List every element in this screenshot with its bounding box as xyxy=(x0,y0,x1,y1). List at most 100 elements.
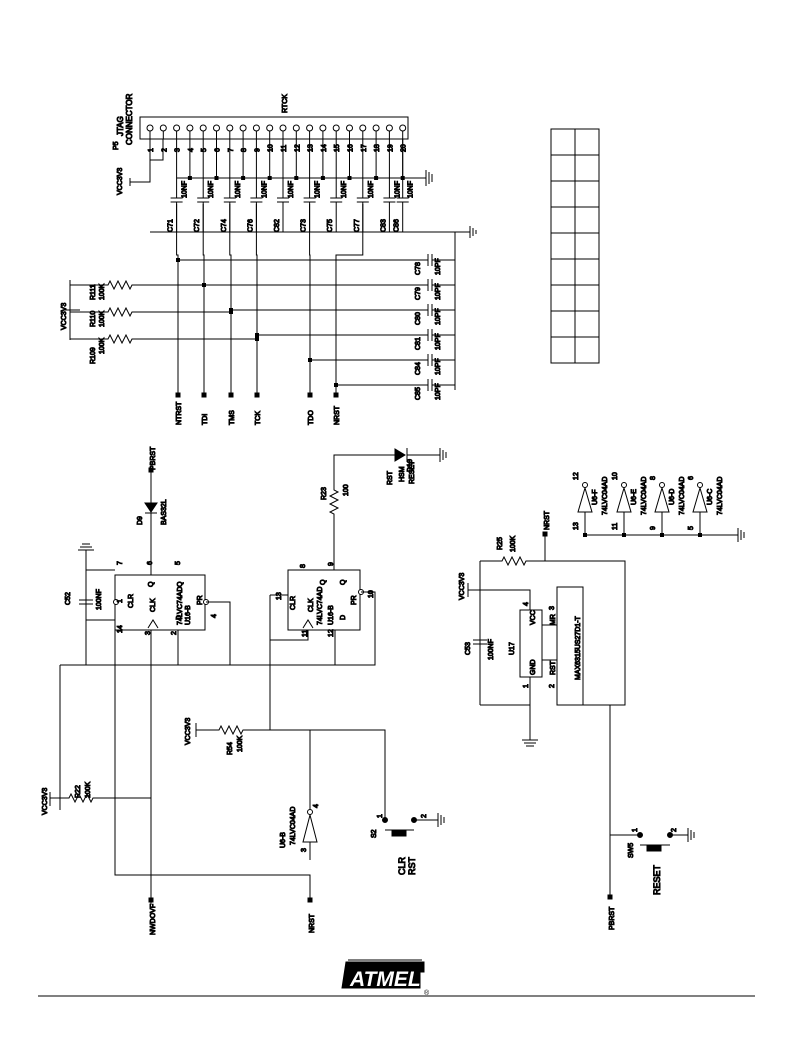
svg-text:RESET: RESET xyxy=(409,460,416,484)
connector-pin xyxy=(199,124,207,132)
svg-text:74LVC04AD: 74LVC04AD xyxy=(290,807,297,845)
svg-text:100NF: 100NF xyxy=(488,639,495,660)
connector-pin xyxy=(213,124,220,132)
svg-text:VCC3V3: VCC3V3 xyxy=(459,573,466,600)
c52-value: 100NF xyxy=(96,589,103,610)
c52-ref: C52 xyxy=(65,592,72,605)
pin-number: 14 xyxy=(321,144,328,152)
pin-number: 19 xyxy=(387,144,394,152)
inverter-symbol xyxy=(692,486,708,513)
nwdovf-label: NWDOVF xyxy=(150,904,157,935)
svg-text:8: 8 xyxy=(300,564,307,568)
svg-text:R25: R25 xyxy=(497,537,504,550)
pin-number: 20 xyxy=(401,144,408,152)
u16b2-box xyxy=(287,569,361,631)
svg-text:PR: PR xyxy=(197,595,204,605)
connector-pin xyxy=(252,124,260,132)
connector-pin xyxy=(239,124,247,132)
pin-number: 3 xyxy=(175,148,182,152)
signal-label: TCK xyxy=(255,411,262,425)
svg-text:4: 4 xyxy=(313,804,320,808)
svg-text:Q: Q xyxy=(320,579,327,585)
svg-text:R54: R54 xyxy=(227,742,234,755)
nrst-bottom-label: NRST xyxy=(309,913,316,933)
inverter-symbol xyxy=(577,486,593,513)
svg-text:C53: C53 xyxy=(465,642,472,655)
connector-title-1: JTAG xyxy=(116,116,125,136)
svg-text:MAX6315US27D1-T: MAX6315US27D1-T xyxy=(575,615,582,680)
svg-text:5: 5 xyxy=(175,561,182,565)
filter-cap-ref: C80 xyxy=(415,312,422,325)
pin-number: 12 xyxy=(294,144,301,152)
pin-number: 16 xyxy=(348,144,355,152)
pin-number: 5 xyxy=(201,148,208,152)
inverter-in-pin: 11 xyxy=(612,523,619,530)
connector-title-2: CONNECTOR xyxy=(125,93,134,145)
connector-pin xyxy=(292,124,300,132)
connector-ref: P5 xyxy=(113,141,120,150)
cap-ref: C82 xyxy=(274,219,281,232)
cap-value: 10NF xyxy=(368,181,375,198)
svg-text:S2: S2 xyxy=(371,829,378,838)
svg-text:100K: 100K xyxy=(237,735,244,752)
cap-ref: C86 xyxy=(394,219,401,232)
u16b-box xyxy=(114,574,206,631)
inverter-in-pin: 5 xyxy=(688,526,695,530)
svg-text:Q: Q xyxy=(148,581,155,587)
svg-text:1: 1 xyxy=(377,814,384,818)
svg-text:SW5: SW5 xyxy=(628,843,635,858)
reset-logic: U16-B 74LVC74AD CLR CLK D PR Q Q 7 6 5 1… xyxy=(42,445,447,936)
cap-ref: C76 xyxy=(247,219,254,232)
filter-cap-value: 10PF xyxy=(435,258,442,275)
cap-ref: C74 xyxy=(221,219,228,232)
signal-label: TDI xyxy=(202,414,209,425)
cap-ref: C77 xyxy=(354,219,361,232)
filter-cap-ref: C79 xyxy=(415,287,422,300)
pin-number: 17 xyxy=(361,144,368,152)
svg-text:R23: R23 xyxy=(321,487,328,500)
cap-value: 10NF xyxy=(408,181,415,198)
cap-value: 10NF xyxy=(341,181,348,198)
connector-pin xyxy=(226,124,234,132)
resistor-value: 100K xyxy=(99,283,106,300)
connector-pin xyxy=(372,124,380,132)
cap-ref: C73 xyxy=(301,219,308,232)
rtck-label: RTCK xyxy=(282,94,289,113)
svg-text:12: 12 xyxy=(328,629,335,637)
svg-text:4: 4 xyxy=(523,602,530,606)
svg-text:14: 14 xyxy=(117,625,124,633)
svg-text:Q: Q xyxy=(340,579,347,585)
inverter-title: U6-F xyxy=(592,489,599,505)
cap-ref: C75 xyxy=(327,219,334,232)
svg-text:RST: RST xyxy=(387,470,394,485)
u17-box xyxy=(556,586,584,706)
svg-text:NRST: NRST xyxy=(544,510,551,530)
cap-ref: C72 xyxy=(194,219,201,232)
connector-pin xyxy=(173,124,181,132)
svg-text:CLR: CLR xyxy=(290,596,297,610)
inverter-in-pin: 13 xyxy=(573,522,580,530)
pin-number: 7 xyxy=(228,148,235,152)
svg-text:ATMEL: ATMEL xyxy=(349,968,421,991)
svg-text:100K: 100K xyxy=(510,535,517,552)
inverter-out-pin: 12 xyxy=(573,472,580,480)
pin-number: 4 xyxy=(188,148,195,152)
pin-number: 10 xyxy=(268,144,275,152)
svg-text:100K: 100K xyxy=(85,781,92,798)
svg-text:9: 9 xyxy=(328,562,335,566)
svg-text:11: 11 xyxy=(302,630,309,637)
inverter-in-pin: 9 xyxy=(650,526,657,530)
cap-value: 10NF xyxy=(288,181,295,198)
inverter-out-pin: 10 xyxy=(612,472,619,480)
cap-value: 10NF xyxy=(315,181,322,198)
cap-ref: C71 xyxy=(168,219,175,232)
svg-text:U16-B: U16-B xyxy=(328,605,335,625)
svg-text:2: 2 xyxy=(549,684,556,688)
filter-cap-value: 10PF xyxy=(435,383,442,400)
cap-value: 10NF xyxy=(208,181,215,198)
pin-number: 6 xyxy=(215,148,222,152)
